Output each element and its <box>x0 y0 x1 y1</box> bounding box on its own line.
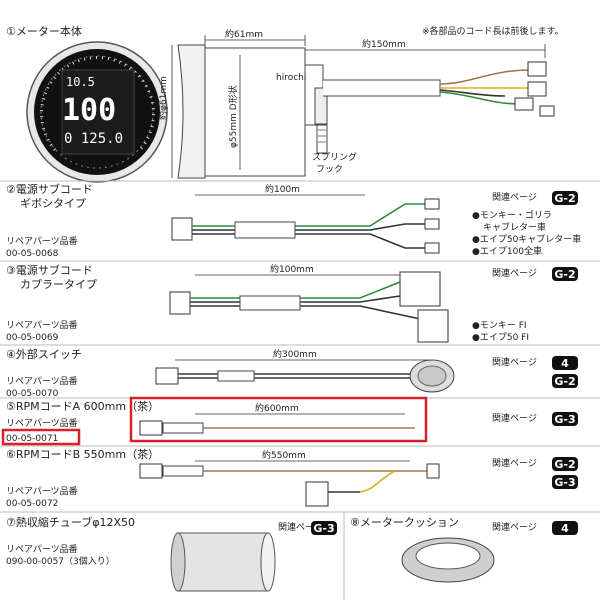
part-5-badge-1 <box>552 412 578 426</box>
part-4-connector <box>155 367 179 385</box>
part-6-badge-2 <box>552 475 578 489</box>
part-2-note-4: ●エイプ100全車 <box>472 245 542 257</box>
part-6-title: ⑥RPMコードB 550mm（茶） <box>6 448 159 461</box>
part-2-badge-1 <box>552 191 578 205</box>
cushion-related-label: 関連ページ <box>492 521 537 533</box>
part-5-repair-label: リペアパーツ品番 <box>6 417 78 429</box>
heat-shrink-tube <box>170 532 276 592</box>
tube-repair-label: リペアパーツ品番 <box>6 543 78 555</box>
tube-part-no: 090-00-0057（3個入り） <box>6 555 115 567</box>
meter-side-view: hirochi <box>177 44 441 179</box>
part-3-connector <box>169 291 191 315</box>
length-note: ※各部品のコード長は前後します。 <box>422 25 564 37</box>
part-5-part-no: 00-05-0071 <box>6 434 58 444</box>
meter-connector-a <box>527 61 547 77</box>
meter-connector-c <box>514 97 534 111</box>
part-2-related-label: 関連ページ <box>492 191 537 203</box>
svg-text:G-2: G-2 <box>554 192 575 205</box>
part-3-length: 約100mm <box>270 263 314 275</box>
part-6-length: 約550mm <box>262 449 306 461</box>
part-2-repair-label: リペアパーツ品番 <box>6 235 78 247</box>
part-4-badge-1 <box>552 356 578 370</box>
part-5-length: 約600mm <box>255 402 299 414</box>
part-4-part-no: 00-05-0070 <box>6 389 59 399</box>
part-3-title: ③電源サブコード <box>6 263 93 277</box>
meter-cable-label: 約150mm <box>362 38 406 50</box>
svg-text:4: 4 <box>561 357 569 370</box>
svg-text:G-3: G-3 <box>554 476 575 489</box>
watermark: hirochi <box>276 73 306 83</box>
part-5-title: ⑤RPMコードA 600mm（茶） <box>6 400 159 413</box>
part-6-badge-1 <box>552 457 578 471</box>
cushion-title: ⑧メータークッション <box>350 516 459 529</box>
part-3-related-label: 関連ページ <box>492 267 537 279</box>
svg-text:G-3: G-3 <box>313 522 334 535</box>
part-3-badge-1 <box>552 267 578 281</box>
part-6-related-label: 関連ページ <box>492 457 537 469</box>
part-4-repair-label: リペアパーツ品番 <box>6 375 78 387</box>
part-3-coupler-a <box>399 271 441 307</box>
meter-connector-d <box>539 105 555 117</box>
spring-label-2: フック <box>316 164 343 175</box>
cushion-badge <box>552 521 578 535</box>
part-4-title: ④外部スイッチ <box>6 347 82 361</box>
section-1-title: ①メーター本体 <box>6 24 82 38</box>
svg-text:4: 4 <box>561 522 569 535</box>
part-5-related-label: 関連ページ <box>492 412 537 424</box>
part-2-length: 約100m <box>265 183 300 195</box>
part-2-subtitle: ギボシタイプ <box>20 197 86 210</box>
svg-text:G-2: G-2 <box>554 268 575 281</box>
meter-display-main: 100 <box>62 93 116 128</box>
part-6-coupler <box>305 481 329 507</box>
part-3-subtitle: カプラータイプ <box>20 278 97 291</box>
part-3-note-1: ●モンキー FI <box>472 321 527 331</box>
meter-height-label: 約φ61mm <box>157 76 169 120</box>
meter-inner-label: φ55mm D形状 <box>227 85 239 148</box>
part-2-note-2: キャブレター車 <box>483 221 546 233</box>
part-3-coupler-b <box>417 309 449 343</box>
tube-badge <box>311 521 337 535</box>
part-5-highlight <box>129 396 428 443</box>
part-5-connector <box>139 420 163 436</box>
part-2-part-no: 00-05-0068 <box>6 249 59 259</box>
spring-label-1: スプリング <box>312 151 357 163</box>
part-6-part-no: 00-05-0072 <box>6 499 58 509</box>
svg-text:G-2: G-2 <box>554 458 575 471</box>
part-3-note-2: ●エイプ50 FI <box>472 332 529 343</box>
part-2-title: ②電源サブコード <box>6 182 93 196</box>
svg-text:G-2: G-2 <box>554 375 575 388</box>
part-6-connector <box>139 463 163 479</box>
part-6-repair-label: リペアパーツ品番 <box>6 485 78 497</box>
part-2-note-1: ●モンキー・ゴリラ <box>472 209 552 221</box>
meter-face: 10.5 100 0 125.0 <box>26 41 168 183</box>
part-3-part-no: 00-05-0069 <box>6 333 59 343</box>
meter-cushion <box>401 537 495 583</box>
meter-width-label: 約61mm <box>225 28 263 40</box>
meter-display-top: 10.5 <box>66 75 95 89</box>
meter-display-odo: 0 125.0 <box>64 131 123 147</box>
part-2-note-3: ●エイプ50キャブレター車 <box>472 233 581 245</box>
meter-connector-b <box>527 81 547 97</box>
part-5-part-no-highlight <box>1 428 81 446</box>
part-4-badge-2 <box>552 374 578 388</box>
svg-text:G-3: G-3 <box>554 413 575 426</box>
tube-title: ⑦熱収縮チューブφ12X50 <box>6 515 135 529</box>
part-4-related-label: 関連ページ <box>492 356 537 368</box>
part-2-connector <box>171 217 193 241</box>
part-4-length: 約300mm <box>273 348 317 360</box>
part-3-repair-label: リペアパーツ品番 <box>6 319 78 331</box>
